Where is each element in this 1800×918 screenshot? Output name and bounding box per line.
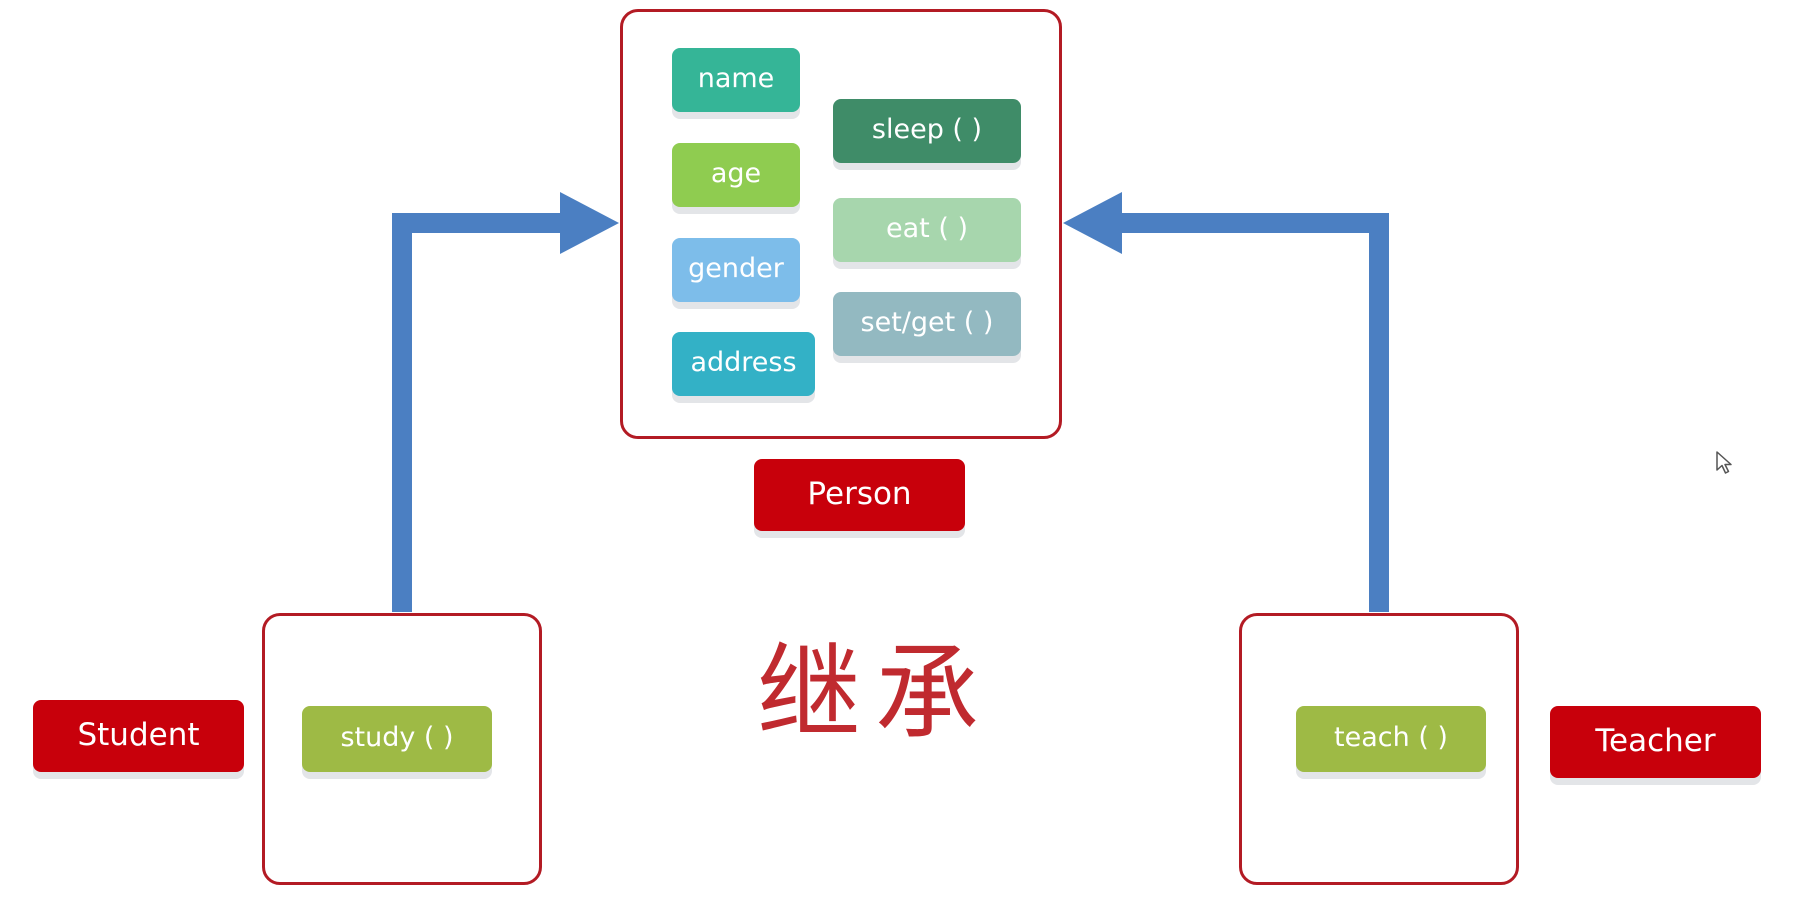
field-address: address: [672, 332, 815, 396]
diagram-title: 继承: [756, 632, 993, 754]
arrow-student-to-person: [392, 192, 619, 612]
field-age: age: [672, 143, 800, 207]
method-set-get: set/get ( ): [833, 292, 1021, 356]
method-eat: eat ( ): [833, 198, 1021, 262]
method-sleep: sleep ( ): [833, 99, 1021, 163]
method-study: study ( ): [302, 706, 492, 772]
arrow-student-shaft: [392, 213, 570, 612]
person-label: Person: [754, 459, 965, 531]
arrow-teacher-head: [1063, 192, 1122, 254]
arrow-teacher-shaft: [1112, 213, 1389, 612]
mouse-pointer-icon: [1716, 451, 1732, 474]
method-teach: teach ( ): [1296, 706, 1486, 772]
field-gender: gender: [672, 238, 800, 302]
arrow-student-head: [560, 192, 619, 254]
field-name: name: [672, 48, 800, 112]
teacher-label: Teacher: [1550, 706, 1761, 778]
student-label: Student: [33, 700, 244, 772]
arrow-teacher-to-person: [1063, 192, 1389, 612]
